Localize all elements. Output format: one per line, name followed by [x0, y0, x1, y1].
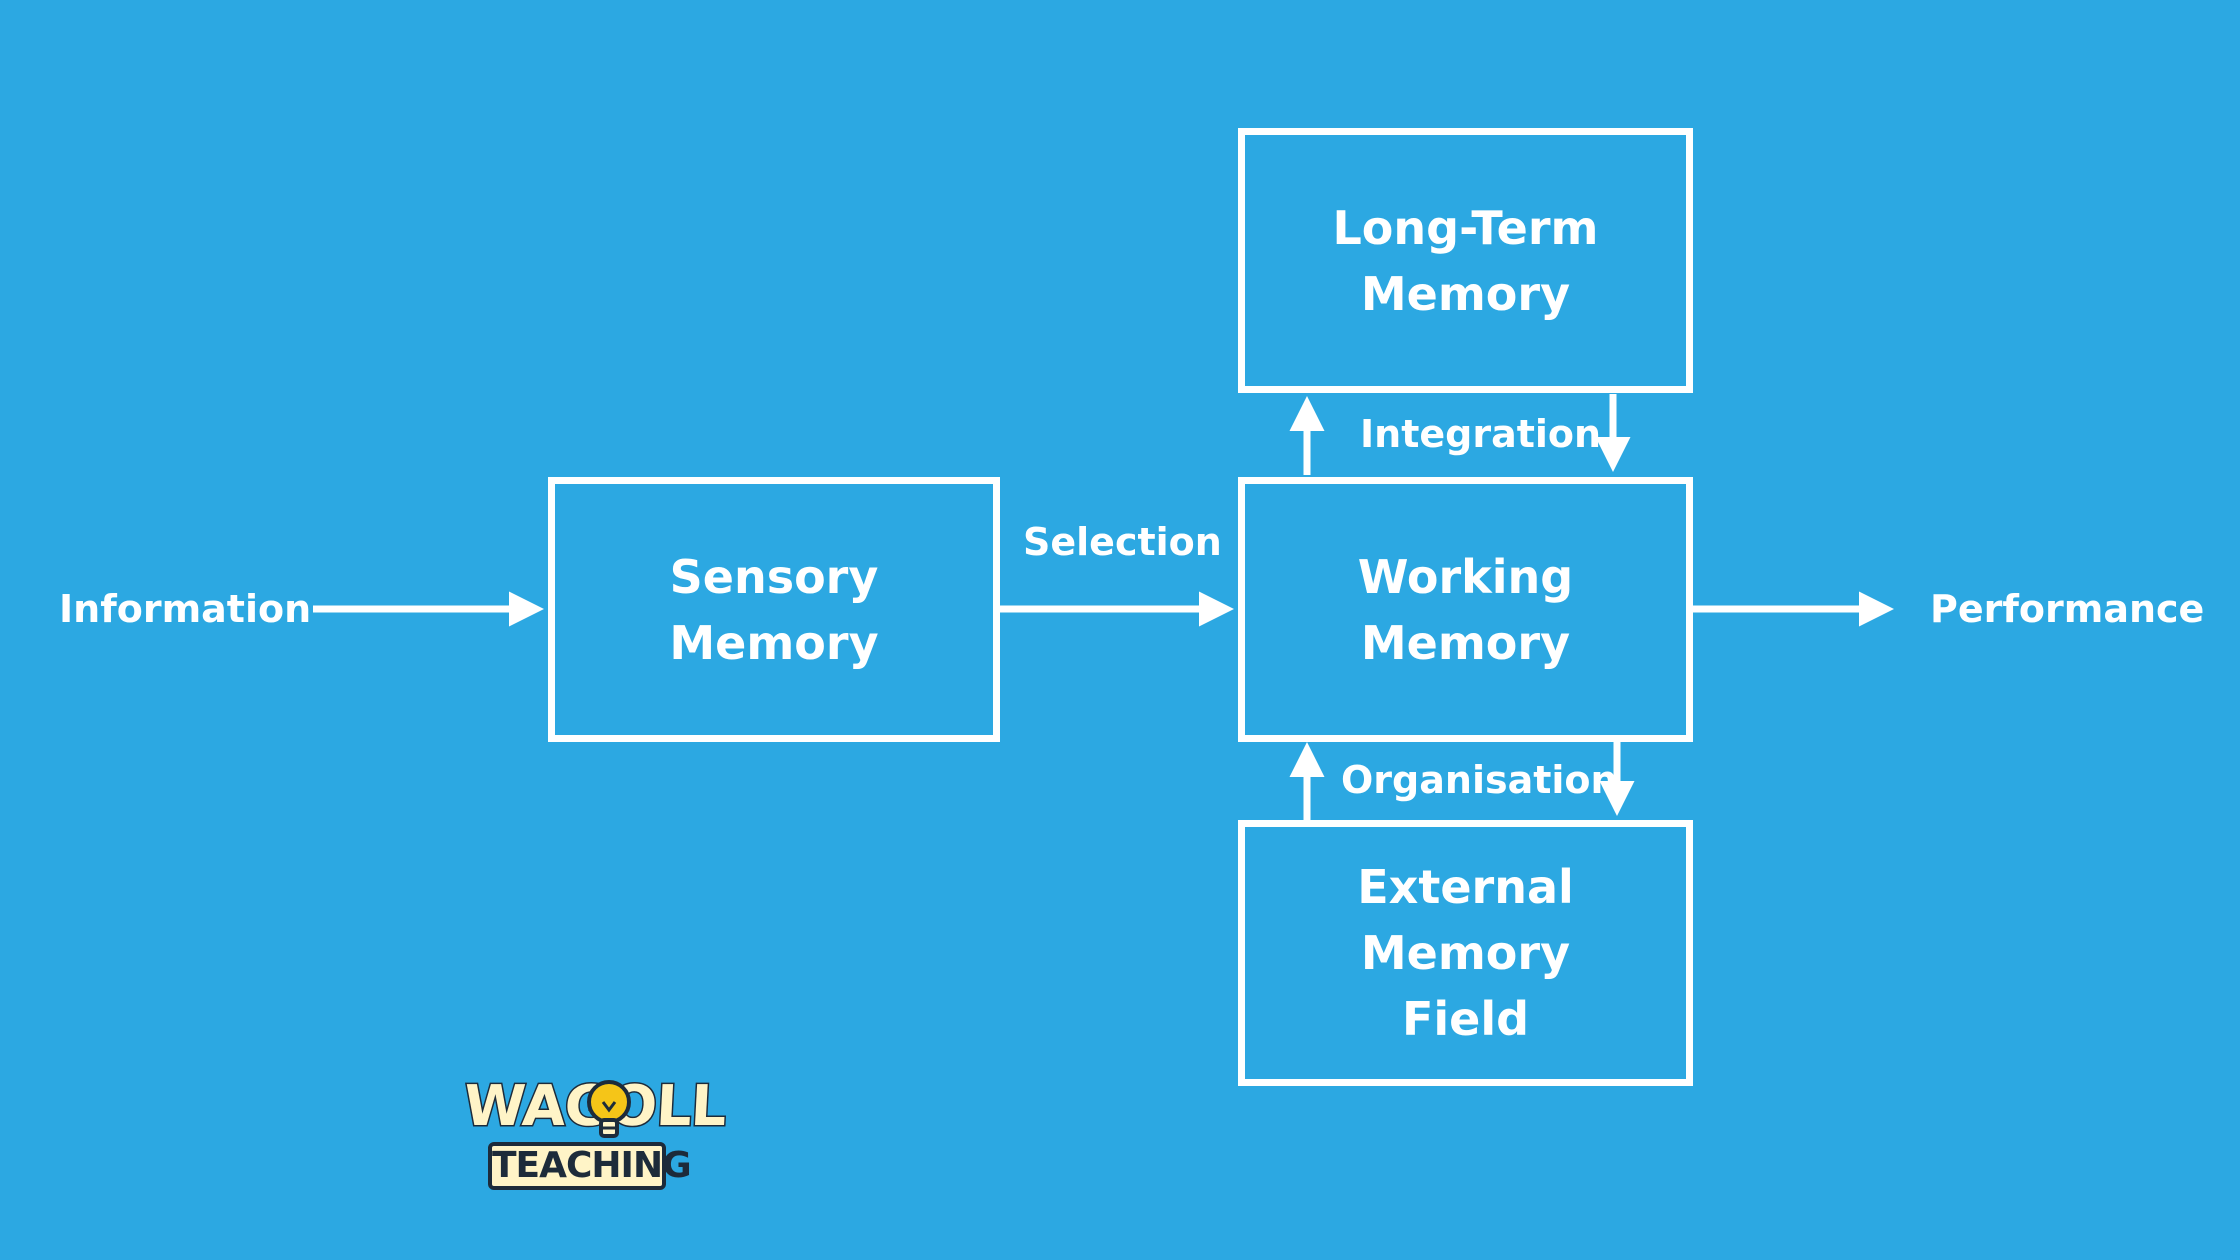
external-memory-field-label: External Memory Field [1357, 860, 1574, 1046]
organisation-label: Organisation [1341, 758, 1618, 802]
sensory-memory-box: Sensory Memory [548, 477, 1000, 742]
sensory-memory-label: Sensory Memory [669, 549, 879, 670]
logo-wordmark-bottom: TEACHING [488, 1142, 692, 1190]
integration-label: Integration [1360, 412, 1602, 456]
wagoll-teaching-logo: WAGOLL TEACHING [460, 1072, 729, 1202]
external-memory-field-box: External Memory Field [1238, 820, 1693, 1086]
information-label: Information [59, 587, 312, 631]
long-term-memory-box: Long-Term Memory [1238, 128, 1693, 393]
working-memory-box: Working Memory [1238, 477, 1693, 742]
lightbulb-icon [587, 1080, 631, 1138]
performance-label: Performance [1930, 587, 2205, 631]
selection-label: Selection [1023, 520, 1222, 564]
long-term-memory-label: Long-Term Memory [1332, 200, 1599, 321]
working-memory-label: Working Memory [1357, 549, 1574, 670]
